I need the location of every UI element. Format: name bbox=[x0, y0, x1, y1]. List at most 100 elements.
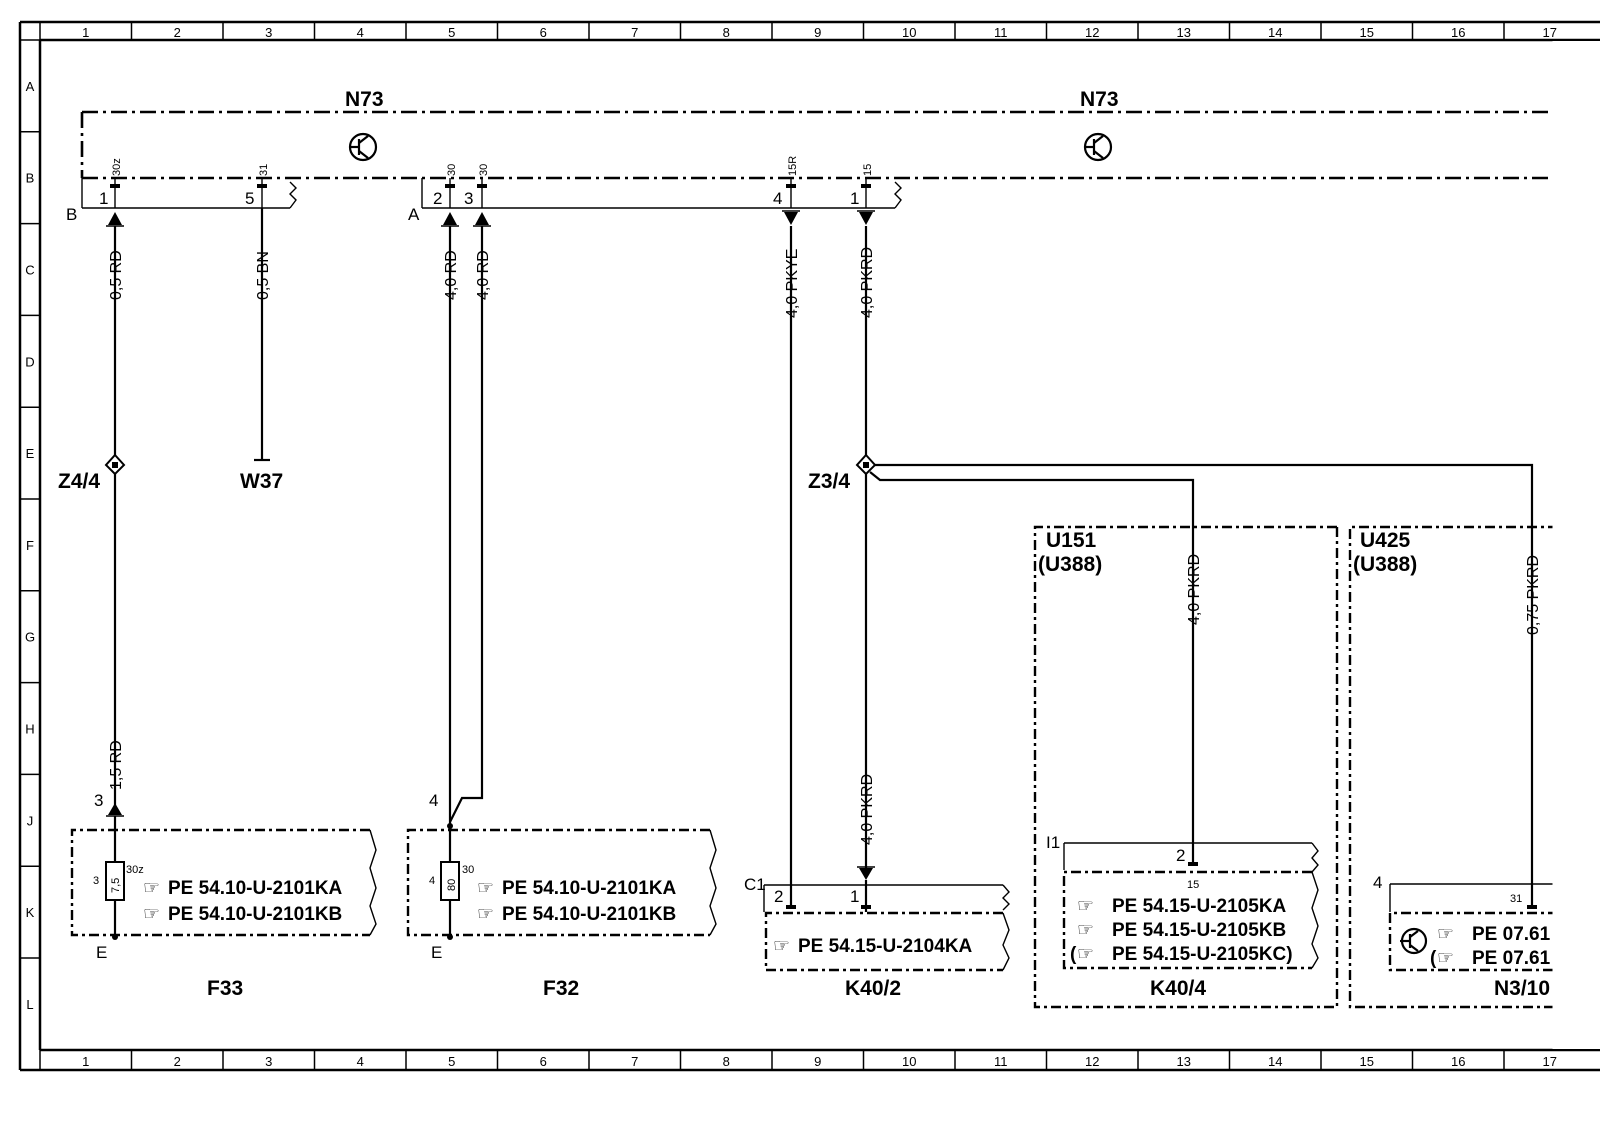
pointing-hand-icon: ☞ bbox=[1437, 948, 1454, 969]
wire-label: 4,0 RD bbox=[475, 250, 492, 300]
pin-label: 4 bbox=[773, 189, 782, 208]
reference-link[interactable]: PE 54.15-U-2104KA bbox=[798, 936, 973, 957]
grid-col-label: 12 bbox=[1085, 1054, 1099, 1069]
pointing-hand-icon: ☞ bbox=[1437, 924, 1454, 945]
n73-left-label: N73 bbox=[345, 88, 384, 111]
terminal-label: 15 bbox=[862, 164, 874, 176]
pin-label: 4 bbox=[429, 791, 438, 810]
grid-col-label: 7 bbox=[631, 1054, 638, 1069]
grid-col-label: 10 bbox=[902, 1054, 916, 1069]
grid-col-label: 5 bbox=[448, 1054, 455, 1069]
u388-label: (U388) bbox=[1038, 553, 1102, 576]
reference-link[interactable]: PE 54.10-U-2101KB bbox=[502, 904, 676, 925]
wires bbox=[113, 208, 1534, 905]
splice-z4-4 bbox=[104, 453, 126, 476]
u425-module: U425 (U388) 4 31 ☞ PE 07.61 ( ☞ PE 07.61… bbox=[1348, 525, 1600, 1009]
wire-label: 4,0 PKRD bbox=[1186, 554, 1203, 625]
grid-col-label: 11 bbox=[994, 25, 1008, 40]
open-paren: ( bbox=[1430, 948, 1437, 969]
pointing-hand-icon: ☞ bbox=[143, 904, 160, 925]
grid-col-label: 15 bbox=[1360, 1054, 1374, 1069]
connector-i1-label: I1 bbox=[1046, 833, 1060, 852]
sheet-edge-mask bbox=[1553, 41, 1600, 1049]
grid-row-label: K bbox=[26, 905, 35, 920]
wire-label: 4,0 PKYE bbox=[784, 249, 801, 318]
grid-row-label: B bbox=[26, 171, 35, 186]
grid-row-label: C bbox=[25, 263, 34, 278]
u388-label: (U388) bbox=[1353, 553, 1417, 576]
reference-link[interactable]: PE 54.10-U-2101KA bbox=[502, 878, 677, 899]
pointing-hand-icon: ☞ bbox=[477, 878, 494, 899]
pin-label: 5 bbox=[245, 189, 254, 208]
grid-col-label: 3 bbox=[265, 1054, 272, 1069]
grid-col-label: 13 bbox=[1177, 25, 1191, 40]
transistor-icon bbox=[348, 132, 378, 162]
grid-col-label: 14 bbox=[1268, 25, 1282, 40]
grid-col-label: 15 bbox=[1360, 25, 1374, 40]
pointing-hand-icon: ☞ bbox=[1077, 944, 1094, 965]
transistor-icon bbox=[1083, 132, 1113, 162]
reference-link[interactable]: PE 07.61 bbox=[1472, 924, 1551, 945]
u151-module: U151 (U388) I1 2 15 ☞ PE 54.15-U-2105KA … bbox=[1033, 525, 1339, 1009]
grid-col-label: 6 bbox=[540, 25, 547, 40]
grid-row-label: H bbox=[25, 722, 34, 737]
reference-link[interactable]: PE 54.15-U-2105KA bbox=[1112, 896, 1287, 917]
reference-link[interactable]: PE 54.10-U-2101KA bbox=[168, 878, 343, 899]
connector-label: E bbox=[431, 943, 442, 962]
n73-module: N73 N73 bbox=[80, 88, 1600, 180]
terminal-label: 31 bbox=[1510, 893, 1522, 905]
grid-col-label: 1 bbox=[82, 1054, 89, 1069]
u425-label: U425 bbox=[1360, 529, 1411, 552]
grid-col-label: 8 bbox=[723, 25, 730, 40]
terminal-label: 31 bbox=[258, 164, 270, 176]
grid-row-label: D bbox=[25, 354, 34, 369]
terminal-label: 30z bbox=[111, 158, 123, 176]
grid-col-label: 7 bbox=[631, 25, 638, 40]
pointing-hand-icon: ☞ bbox=[143, 878, 160, 899]
pin-label: 1 bbox=[99, 189, 108, 208]
grid-row-label: F bbox=[26, 538, 34, 553]
grid-col-label: 16 bbox=[1451, 1054, 1465, 1069]
grid-col-label: 9 bbox=[814, 25, 821, 40]
grid-col-label: 5 bbox=[448, 25, 455, 40]
n73-right-label: N73 bbox=[1080, 88, 1119, 111]
fuse-rating: 80 bbox=[446, 879, 458, 891]
k40-2-module: C1 2 1 ☞ PE 54.15-U-2104KA K40/2 bbox=[744, 866, 1010, 1000]
pin-label: 3 bbox=[464, 189, 473, 208]
connector-label: E bbox=[96, 943, 107, 962]
pin-label: 2 bbox=[433, 189, 442, 208]
reference-link[interactable]: PE 54.15-U-2105KC) bbox=[1112, 944, 1293, 965]
sheet-frame bbox=[18, 20, 1600, 1072]
pin-label: 3 bbox=[94, 791, 103, 810]
grid-col-label: 16 bbox=[1451, 25, 1465, 40]
terminal-label: 30z bbox=[126, 864, 144, 876]
z3-4-label: Z3/4 bbox=[808, 470, 850, 493]
reference-link[interactable]: PE 54.10-U-2101KB bbox=[168, 904, 342, 925]
pin-label: 1 bbox=[850, 189, 859, 208]
grid-col-label: 10 bbox=[902, 25, 916, 40]
fuse-rating: 7,5 bbox=[110, 878, 122, 893]
grid-row-label: A bbox=[26, 79, 35, 94]
wire-label: 0,5 BN bbox=[255, 251, 272, 300]
grid-row-label: E bbox=[26, 446, 35, 461]
n3-10-label: N3/10 bbox=[1494, 977, 1550, 1000]
k40-4-label: K40/4 bbox=[1150, 977, 1206, 1000]
grid-row-label: G bbox=[25, 630, 35, 645]
connector-c1-label: C1 bbox=[744, 875, 766, 894]
z4-4-label: Z4/4 bbox=[58, 470, 100, 493]
u151-label: U151 bbox=[1046, 529, 1097, 552]
grid-col-label: 3 bbox=[265, 25, 272, 40]
w37-label: W37 bbox=[240, 470, 283, 493]
connector-b-label: B bbox=[66, 205, 77, 224]
pin-label: 2 bbox=[1176, 846, 1185, 865]
grid-col-label: 2 bbox=[174, 1054, 181, 1069]
grid-col-label: 17 bbox=[1543, 25, 1557, 40]
grid-col-label: 12 bbox=[1085, 25, 1099, 40]
grid-col-label: 4 bbox=[357, 1054, 364, 1069]
f32-fuse-box: 4 80 30 4 E ☞ PE 54.10-U-2101KA ☞ PE 54.… bbox=[406, 791, 717, 1000]
reference-link[interactable]: PE 54.15-U-2105KB bbox=[1112, 920, 1286, 941]
reference-link[interactable]: PE 07.61 bbox=[1472, 948, 1551, 969]
splice-z3-4 bbox=[855, 453, 877, 476]
